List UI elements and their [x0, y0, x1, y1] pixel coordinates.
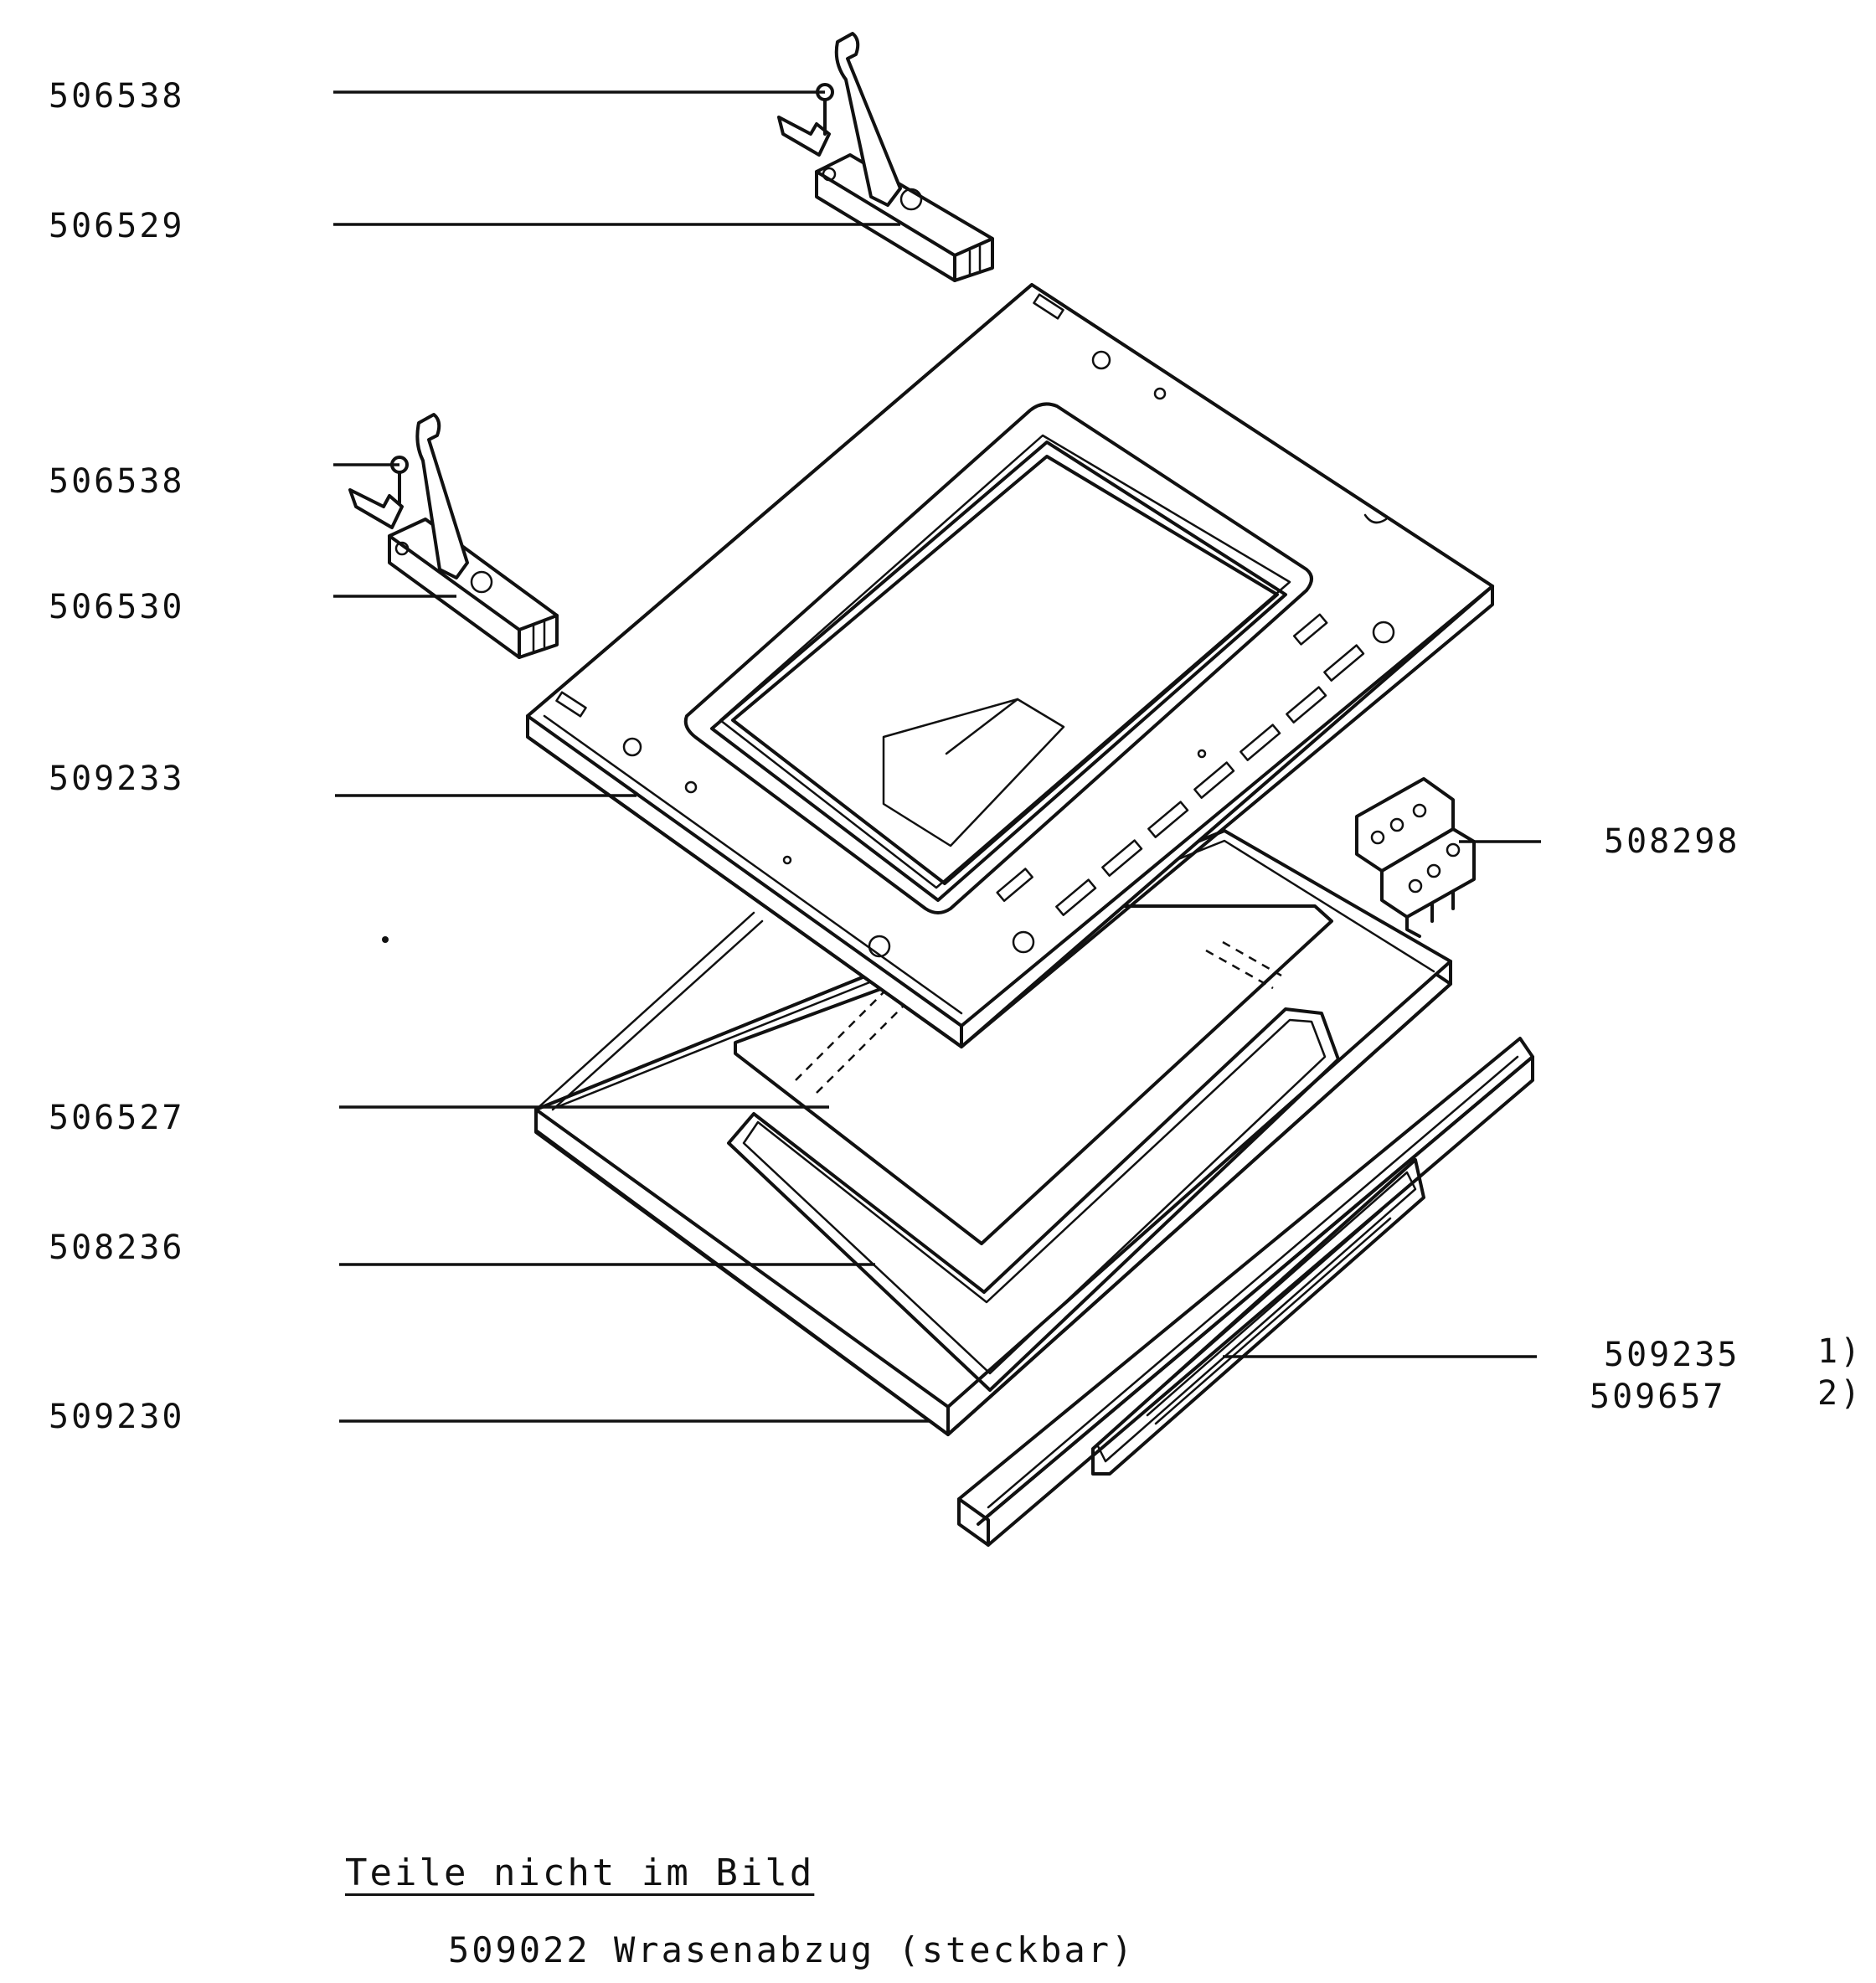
part-label: 509230 [49, 1398, 185, 1436]
notes-heading: Teile nicht im Bild [345, 1852, 815, 1894]
part-label: 509235 [1604, 1336, 1740, 1374]
part-label: 506529 [49, 207, 185, 245]
hinge-506529 [777, 32, 994, 282]
part-label: 506527 [49, 1099, 185, 1137]
hinge-506530 [348, 413, 559, 659]
leader-lines [333, 90, 1541, 1423]
part-label: 509657 [1590, 1378, 1726, 1416]
trim-strip-509235 [957, 1037, 1534, 1547]
part-footnote: 2) [1817, 1374, 1863, 1413]
stray-mark [382, 936, 389, 943]
part-label: 506538 [49, 462, 185, 501]
part-label: 508236 [49, 1228, 185, 1267]
notes-item: 509022 Wrasenabzug (steckbar) [448, 1929, 1136, 1970]
bracket-508298 [1355, 777, 1476, 938]
seal-508236 [727, 1007, 1340, 1392]
part-label: 508298 [1604, 822, 1740, 861]
glass-pane-506527 [734, 904, 1333, 1245]
inner-door-panel-509233 [526, 283, 1494, 1048]
part-footnote: 1) [1817, 1332, 1863, 1371]
part-label: 509233 [49, 760, 185, 798]
part-label: 506530 [49, 588, 185, 626]
part-label: 506538 [49, 77, 185, 116]
